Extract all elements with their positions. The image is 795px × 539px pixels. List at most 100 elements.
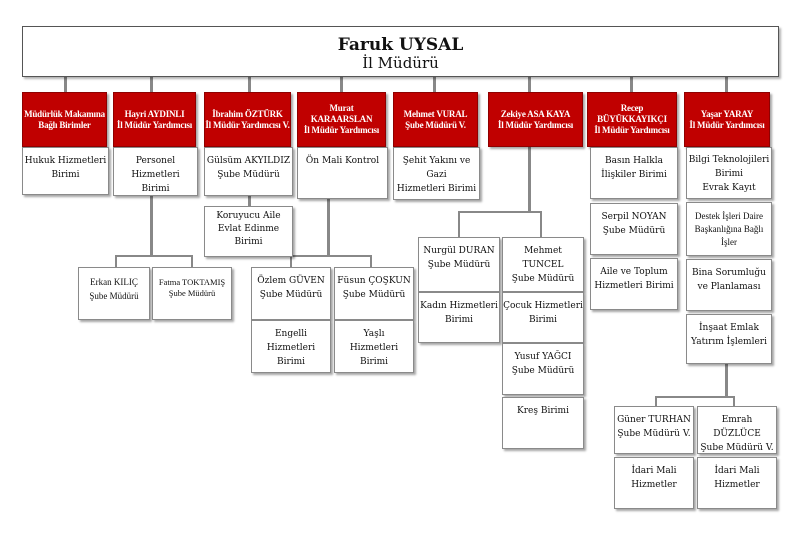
header-line: Yaşar YARAY [700,108,754,119]
personel-unit-box: Personel Hizmetleri Birimi [113,147,198,196]
guner-box: Güner TURHAN Şube Müdürü V. [614,406,694,454]
box-line: Şube Müdürü V. [617,429,691,439]
director-name: Faruk UYSAL [337,35,464,55]
box-line: Kadın Hizmetleri [420,301,498,311]
connector-line [655,396,657,406]
cocuk-box: Çocuk Hizmetleri Birimi [502,292,584,343]
connector-line [370,255,372,267]
director-box: Faruk UYSAL İl Müdürü [22,26,779,77]
box-line: Evrak Kayıt [702,183,756,193]
header-line: BÜYÜKKAYIKÇI [597,114,667,124]
box-line: Aile ve Toplum [600,267,668,277]
connector-line [340,77,343,92]
box-line: Şube Müdürü [427,260,491,270]
unit-header: Recep BÜYÜKKAYIKÇI İl Müdür Yardımcısı [587,92,677,147]
connector-line [327,199,330,256]
header-line: İl Müdür Yardımcısı [594,125,670,135]
fatma-box: Fatma TOKTAMIŞ Şube Müdürü [152,267,232,320]
connector-line [433,77,436,92]
connector-line [150,77,153,92]
connector-line [290,255,372,257]
box-line: Birimi [234,237,263,247]
box-line: Başkanlığına Bağlı [694,224,764,234]
header-line: Şube Müdürü V. [405,119,466,130]
connector-line [733,396,735,406]
unit-header: İbrahim ÖZTÜRK İl Müdür Yardımcısı V. [204,92,291,147]
gulsum-box: Gülsüm AKYILDIZ Şube Müdürü [204,147,293,196]
connector-line [248,77,251,92]
hukuk-unit-box: Hukuk Hizmetleri Birimi [22,147,109,195]
tuncel-box: Mehmet TUNCEL Şube Müdürü [502,237,584,292]
basin-box: Basın Halkla İlişkiler Birimi [590,147,678,199]
connector-line [725,77,728,92]
box-line: Ön Mali Kontrol [305,156,380,166]
box-line: Personel Hizmetleri [131,156,180,180]
box-line: Şube Müdürü [511,274,575,284]
box-line: Kreş Birimi [517,406,569,416]
header-line: İl Müdür Yardımcısı V. [205,119,290,130]
header-line: İl Müdür Yardımcısı [497,119,574,130]
connector-line [458,211,460,237]
connector-line [150,196,153,256]
box-line: Hizmetleri Birimi [396,184,477,194]
box-line: Hizmetler [631,480,677,490]
destek-box: Destek İşleri Daire Başkanlığına Bağlı İ… [686,202,772,256]
unit-header: Hayri AYDINLI İl Müdür Yardımcısı [113,92,196,147]
unit-header: Yaşar YARAY İl Müdür Yardımcısı [684,92,770,147]
yagci-box: Yusuf YAĞCI Şube Müdürü [502,343,584,395]
box-line: Hizmetleri Birimi [266,343,316,367]
box-line: Şube Müdürü [259,290,323,300]
box-line: Şube Müdürü [168,288,216,298]
ozlem-box: Özlem GÜVEN Şube Müdürü [251,267,331,320]
box-line: Şube Müdürü [89,291,139,301]
box-line: Birimi [528,315,558,325]
connector-line [115,255,193,257]
fusun-box: Füsun ÇOŞKUN Şube Müdürü [334,267,414,320]
box-line: Engelli [274,329,308,339]
box-line: Şube Müdürü [602,226,666,236]
box-line: Hizmetler [714,480,760,490]
box-line: Birimi [141,184,170,194]
aile-box: Aile ve Toplum Hizmetleri Birimi [590,258,678,310]
connector-line [115,255,117,267]
connector-line [655,396,735,398]
box-line: Şube Müdürü [217,170,280,180]
box-line: İnşaat Emlak [699,323,759,333]
header-line: İl Müdür Yardımcısı [303,125,380,135]
erkan-box: Erkan KILIÇ Şube Müdürü [78,267,150,320]
box-line: İşler [721,237,737,247]
bilgi-box: Bilgi Teknolojileri Birimi Evrak Kayıt [686,147,772,199]
header-line: Murat KARAARSLAN [310,103,373,124]
connector-line [191,255,193,267]
connector-line [540,211,542,237]
connector-line [528,147,531,212]
sehit-box: Şehit Yakını ve Gazi Hizmetleri Birimi [393,147,480,200]
box-line: Şube Müdürü V. [700,443,774,453]
box-line: Birimi [444,315,474,325]
header-line: İl Müdür Yardımcısı [689,119,765,130]
box-line: Hukuk Hizmetleri [24,156,107,166]
unit-header: Murat KARAARSLAN İl Müdür Yardımcısı [297,92,386,147]
connector-line [725,364,728,397]
director-title: İl Müdürü [362,54,439,72]
header-line: Müdürlük Makamına [24,108,105,119]
serpil-box: Serpil NOYAN Şube Müdürü [590,203,678,255]
idari-mali-box: İdari Mali Hizmetler [697,457,777,509]
box-line: ve Planlaması [697,282,761,292]
box-line: Şube Müdürü [342,290,406,300]
connector-line [248,196,251,206]
box-line: Hizmetleri Birimi [594,281,674,291]
koruyucu-box: Koruyucu Aile Evlat Edinme Birimi [204,206,293,257]
unit-header: Mehmet VURAL Şube Müdürü V. [393,92,478,147]
box-line: Yaşlı [363,329,385,339]
box-line: Destek İşleri Daire [695,211,763,221]
unit-header: Müdürlük Makamına Bağlı Birimler [22,92,107,147]
engelli-box: Engelli Hizmetleri Birimi [251,320,331,373]
header-line: İbrahim ÖZTÜRK [212,108,283,119]
box-line: Şehit Yakını ve Gazi [402,156,471,180]
box-line: Özlem GÜVEN [257,276,325,286]
connector-line [458,211,542,213]
emrah-box: Emrah DÜZLÜCE Şube Müdürü V. [697,406,777,454]
box-line: Emrah DÜZLÜCE [713,415,761,439]
box-line: Fatma TOKTAMIŞ [158,277,226,287]
